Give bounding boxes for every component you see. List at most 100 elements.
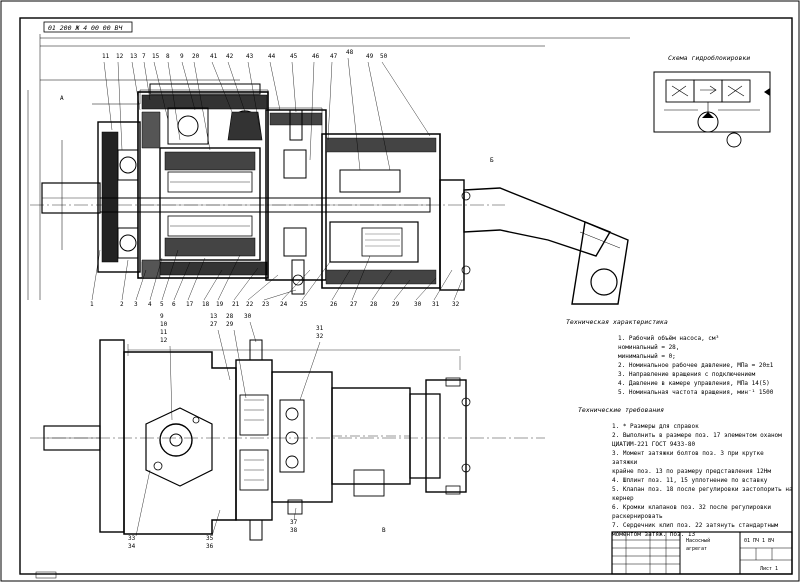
svg-text:31: 31 xyxy=(316,325,324,332)
sheet-code-stamp: 01 200 Ж 4 00 00 ВЧ xyxy=(43,21,133,33)
svg-text:32: 32 xyxy=(316,333,324,340)
svg-text:41: 41 xyxy=(210,53,218,60)
svg-text:37: 37 xyxy=(290,519,298,526)
svg-text:1: 1 xyxy=(90,301,94,308)
svg-text:Технические требования: Технические требования xyxy=(578,406,664,414)
svg-text:36: 36 xyxy=(206,543,214,550)
svg-text:Лист 1: Лист 1 xyxy=(760,566,778,572)
svg-text:Б: Б xyxy=(490,157,494,164)
svg-text:50: 50 xyxy=(380,53,388,60)
lower-callouts: 9 10 11 12 13 27 28 29 30 31 32 33 34 35… xyxy=(128,313,324,550)
svg-text:23: 23 xyxy=(262,301,270,308)
svg-text:Техническая характеристика: Техническая характеристика xyxy=(566,318,668,326)
svg-text:Насосный: Насосный xyxy=(686,538,710,544)
section-marks: А Б В xyxy=(60,95,494,534)
technical-characteristics: Техническая характеристика 1. Рабочий об… xyxy=(566,318,774,396)
svg-text:6. Кромки клапанов поз. 32 пос: 6. Кромки клапанов поз. 32 после регулир… xyxy=(612,504,771,511)
top-leaders xyxy=(103,57,431,171)
svg-text:25: 25 xyxy=(300,301,308,308)
svg-text:крайне поз. 13 по размеру пред: крайне поз. 13 по размеру представления … xyxy=(612,468,771,475)
svg-text:17: 17 xyxy=(186,301,194,308)
archive-stamp xyxy=(35,571,57,579)
svg-text:кернер: кернер xyxy=(612,495,634,502)
svg-text:18: 18 xyxy=(202,301,210,308)
title-block xyxy=(611,531,793,575)
svg-text:38: 38 xyxy=(290,527,298,534)
svg-text:4: 4 xyxy=(148,301,152,308)
svg-text:минимальный = 0;: минимальный = 0; xyxy=(618,353,676,360)
svg-text:15: 15 xyxy=(152,53,160,60)
svg-text:45: 45 xyxy=(290,53,298,60)
svg-text:01 ПЧ 1 ВЧ: 01 ПЧ 1 ВЧ xyxy=(744,538,774,544)
svg-text:43: 43 xyxy=(246,53,254,60)
svg-text:В: В xyxy=(382,527,386,534)
svg-text:1. * Размеры для справок: 1. * Размеры для справок xyxy=(612,423,699,430)
svg-text:33: 33 xyxy=(128,535,136,542)
svg-text:42: 42 xyxy=(226,53,234,60)
svg-text:11: 11 xyxy=(160,329,168,336)
svg-text:моментом затяж. поз. 13: моментом затяж. поз. 13 xyxy=(612,531,695,538)
svg-text:27: 27 xyxy=(350,301,358,308)
svg-text:7. Сердечник клип поз. 22 затя: 7. Сердечник клип поз. 22 затянуть станд… xyxy=(612,522,779,529)
svg-text:4. Давление в камере управлени: 4. Давление в камере управления, МПа 14(… xyxy=(618,380,770,387)
technical-requirements: Технические требования 1. * Размеры для … xyxy=(578,406,793,538)
svg-text:28: 28 xyxy=(370,301,378,308)
svg-text:31: 31 xyxy=(432,301,440,308)
svg-text:10: 10 xyxy=(160,321,168,328)
svg-text:ЦИАТИМ-221 ГОСТ 9433-80: ЦИАТИМ-221 ГОСТ 9433-80 xyxy=(612,441,695,448)
svg-text:8: 8 xyxy=(166,53,170,60)
svg-text:5. Номинальная частота вращени: 5. Номинальная частота вращения, мин⁻¹ 1… xyxy=(618,389,774,396)
bottom-callouts: 1 2 3 4 5 6 17 18 19 21 22 23 24 25 26 2… xyxy=(90,301,460,308)
svg-text:34: 34 xyxy=(128,543,136,550)
svg-text:5. Клапан поз. 18 после регули: 5. Клапан поз. 18 после регулировки заст… xyxy=(612,486,793,493)
hydraulic-scheme: Схема гидроблокировки xyxy=(653,54,771,148)
lower-leaders xyxy=(135,321,321,537)
svg-text:21: 21 xyxy=(232,301,240,308)
svg-text:44: 44 xyxy=(268,53,276,60)
drawing-frame xyxy=(19,17,793,575)
svg-text:12: 12 xyxy=(160,337,168,344)
bottom-leaders xyxy=(91,249,463,301)
svg-text:5: 5 xyxy=(160,301,164,308)
svg-text:30: 30 xyxy=(244,313,252,320)
svg-text:раскернировать: раскернировать xyxy=(612,513,663,520)
svg-text:затяжки: затяжки xyxy=(612,459,638,466)
svg-text:11: 11 xyxy=(102,53,110,60)
svg-text:13: 13 xyxy=(210,313,218,320)
svg-text:47: 47 xyxy=(330,53,338,60)
title-block-text: Насосный агрегат 01 ПЧ 1 ВЧ Лист 1 xyxy=(686,538,778,572)
svg-text:9: 9 xyxy=(160,313,164,320)
svg-text:19: 19 xyxy=(216,301,224,308)
svg-text:3. Момент затяжки болтов поз.: 3. Момент затяжки болтов поз. 3 при крут… xyxy=(612,450,764,457)
svg-text:6: 6 xyxy=(172,301,176,308)
svg-text:28: 28 xyxy=(226,313,234,320)
svg-text:13: 13 xyxy=(130,53,138,60)
svg-text:29: 29 xyxy=(226,321,234,328)
svg-text:30: 30 xyxy=(414,301,422,308)
svg-text:27: 27 xyxy=(210,321,218,328)
svg-text:9: 9 xyxy=(180,53,184,60)
svg-text:24: 24 xyxy=(280,301,288,308)
svg-text:46: 46 xyxy=(312,53,320,60)
svg-text:2. Выполнить в размере поз. 17: 2. Выполнить в размере поз. 17 элементом… xyxy=(612,432,782,439)
svg-text:1. Рабочий объём насоса, см³: 1. Рабочий объём насоса, см³ xyxy=(618,335,719,342)
svg-text:20: 20 xyxy=(192,53,200,60)
svg-text:01 200 Ж 4 00 00 ВЧ: 01 200 Ж 4 00 00 ВЧ xyxy=(48,24,122,32)
svg-text:Схема гидроблокировки: Схема гидроблокировки xyxy=(668,54,750,62)
svg-text:22: 22 xyxy=(246,301,254,308)
svg-text:3: 3 xyxy=(134,301,138,308)
svg-text:48: 48 xyxy=(346,49,354,56)
svg-text:А: А xyxy=(60,95,64,102)
svg-text:26: 26 xyxy=(330,301,338,308)
svg-text:49: 49 xyxy=(366,53,374,60)
top-callouts: 11 12 13 7 15 8 9 20 41 42 43 44 45 46 4… xyxy=(102,49,388,60)
svg-text:35: 35 xyxy=(206,535,214,542)
svg-text:7: 7 xyxy=(142,53,146,60)
svg-text:12: 12 xyxy=(116,53,124,60)
svg-text:3. Направление вращения с подк: 3. Направление вращения с подключением xyxy=(618,371,756,378)
svg-text:агрегат: агрегат xyxy=(686,546,707,552)
svg-text:2: 2 xyxy=(120,301,124,308)
pump-lower-view xyxy=(30,339,545,541)
